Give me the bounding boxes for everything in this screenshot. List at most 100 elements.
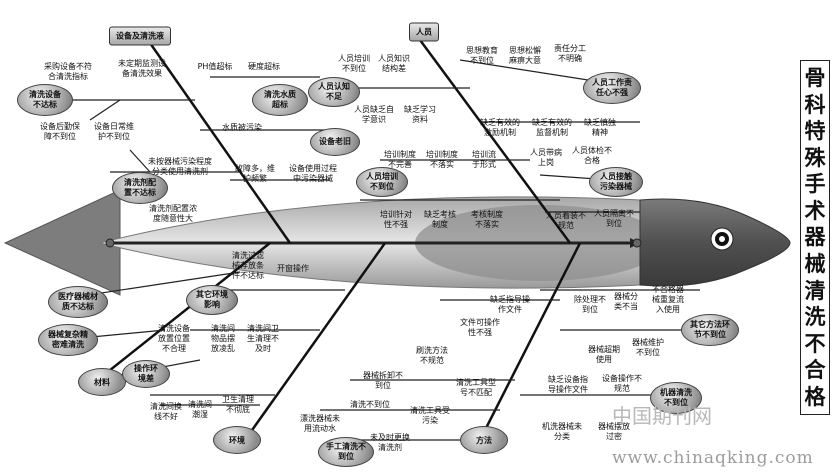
detail-equipment-9: 故障多，维 护频繁 <box>235 164 275 183</box>
detail-method-16: 设备操作不 规范 <box>602 374 642 393</box>
detail-method-5: 清洗工具型 号不匹配 <box>456 378 496 397</box>
detail-equipment-7: 水质被污染 <box>222 123 262 132</box>
detail-method-4: 器械拆卸不 到位 <box>363 371 403 390</box>
cause-other-method: 其它方法环 节不到位 <box>681 314 739 346</box>
category-materials: 材料 <box>78 368 126 396</box>
title-char: 科 <box>804 91 826 117</box>
detail-method-18: 器械摆放 过密 <box>598 422 630 441</box>
detail-personnel-2: 人员知识 结构差 <box>378 54 410 73</box>
bone-method <box>478 242 582 441</box>
detail-method-6: 清洗不到位 <box>350 400 390 409</box>
detail-personnel-17: 缺乏考核 制度 <box>424 210 456 229</box>
detail-method-2: 文件可操作 性不强 <box>460 318 500 337</box>
detail-equipment-6: 设备日常维 护不到位 <box>94 122 134 141</box>
cause-staff-contact: 人员接触 污染器械 <box>589 167 643 197</box>
detail-environment-3: 清洗设备 放置位置 不合理 <box>158 324 190 353</box>
detail-equipment-10: 设备使用过程 中污染器械 <box>289 164 337 183</box>
cause-detergent-prep: 清洗剂配 置不达标 <box>112 172 168 204</box>
detail-personnel-4: 思想松懈 麻痹大意 <box>509 46 541 65</box>
detail-environment-1: 清洗过滤 械存放条 件不达标 <box>232 251 264 280</box>
detail-method-11: 器械分 类不当 <box>614 292 638 311</box>
cause-staff-motivation: 人员工作责 任心不强 <box>583 72 641 104</box>
bone-materials <box>94 242 271 383</box>
cause-staff-training: 人员培训 不到位 <box>356 167 408 197</box>
detail-personnel-14: 人员带病 上岗 <box>530 148 562 167</box>
watermark-url: www.chinaqking.com <box>612 448 814 468</box>
detail-environment-7: 清洗间 潮湿 <box>188 400 212 419</box>
cause-manual-cleaning: 手工清洗不 到位 <box>318 437 374 467</box>
title-char: 格 <box>804 383 826 409</box>
detail-personnel-5: 责任分工 不明确 <box>554 44 586 63</box>
detail-method-9: 未及时更换 清洗剂 <box>370 433 410 452</box>
detail-method-3: 刷洗方法 不规范 <box>416 346 448 365</box>
detail-equipment-11: 清洗剂配置浓 度随意性大 <box>149 204 197 223</box>
title-char: 术 <box>804 197 826 223</box>
detail-personnel-3: 思想教育 不到位 <box>466 46 498 65</box>
detail-personnel-10: 缺乏慎独 精神 <box>584 118 616 137</box>
detail-personnel-7: 缺乏学习 资料 <box>404 105 436 124</box>
title-char: 不 <box>804 330 826 356</box>
detail-personnel-15: 人员体检不 合格 <box>572 146 612 165</box>
detail-equipment-8: 未按器械污染程度 分类使用清洗剂 <box>148 157 212 176</box>
bone-environment <box>243 242 387 441</box>
cause-other-env: 其它环境 影响 <box>186 285 238 315</box>
detail-method-15: 缺乏设备指 导操作文件 <box>548 375 588 394</box>
cause-cleaning-equipment: 清洗设备 不达标 <box>17 84 73 116</box>
bone-equipment <box>148 42 292 244</box>
detail-environment-4: 清洗间 物品摆 放凌乱 <box>211 324 235 353</box>
method-sub-bones <box>320 289 700 441</box>
detail-method-8: 漂洗器械未 用流动水 <box>300 414 340 433</box>
detail-method-10: 除处理不 到位 <box>574 295 606 314</box>
cause-operation-env: 操作环 境差 <box>122 360 170 388</box>
title-char: 清 <box>804 277 826 303</box>
category-environment: 环境 <box>213 426 261 454</box>
title-char: 骨 <box>804 65 826 90</box>
title-char: 殊 <box>804 144 826 170</box>
diagram-title: 骨 科 特 殊 手 术 器 械 清 洗 不 合 格 <box>800 60 830 415</box>
spine-node-right <box>632 238 642 248</box>
detail-equipment-2: 未定期监测设 备清洗效果 <box>118 59 166 78</box>
spine-node-left <box>105 238 115 248</box>
title-char: 洗 <box>804 304 826 330</box>
detail-personnel-9: 缺乏有效的 监督机制 <box>532 118 572 137</box>
detail-equipment-4: 硬度超标 <box>248 62 280 71</box>
detail-personnel-8: 缺乏有效的 激励机制 <box>480 118 520 137</box>
detail-personnel-1: 人员培训 不到位 <box>338 54 370 73</box>
cause-equipment-aging: 设备老旧 <box>310 128 360 156</box>
detail-environment-8: 卫生清理 不彻底 <box>222 395 254 414</box>
cause-staff-awareness: 人员认知 不足 <box>308 77 360 107</box>
cause-cleaning-solution: 清洗水质 超标 <box>252 84 308 116</box>
detail-personnel-20: 人员隔离不 到位 <box>594 209 634 228</box>
category-equipment: 设备及清洗液 <box>109 26 171 46</box>
detail-equipment-3: PH值超标 <box>197 62 233 71</box>
detail-personnel-19: 人员着装不 规范 <box>546 211 586 230</box>
watermark-cn: 中国期刊网 <box>612 404 712 428</box>
detail-method-14: 器械维护 不到位 <box>632 338 664 357</box>
title-char: 手 <box>804 171 826 197</box>
title-char: 特 <box>804 118 826 144</box>
detail-personnel-18: 考核制度 不落实 <box>471 210 503 229</box>
detail-method-1: 缺乏指导操 作文件 <box>490 295 530 314</box>
detail-personnel-11: 培训制度 不完善 <box>384 150 416 169</box>
detail-environment-5: 清洗间卫 生清理不 及时 <box>247 324 279 353</box>
cause-complex-structure: 器械复杂精 密难清洗 <box>38 324 98 356</box>
detail-personnel-16: 培训针对 性不强 <box>380 210 412 229</box>
category-personnel: 人员 <box>409 22 439 42</box>
detail-environment-2: 开窗操作 <box>277 264 309 273</box>
bone-personnel <box>418 39 572 244</box>
detail-equipment-1: 采购设备不符 合清洗指标 <box>44 62 92 81</box>
detail-method-12: 不合格器 械重复流 入使用 <box>652 285 684 314</box>
title-char: 械 <box>804 251 826 277</box>
cause-machine-cleaning: 机器清洗 不到位 <box>650 382 702 414</box>
title-char: 合 <box>804 357 826 383</box>
title-char: 器 <box>804 224 826 250</box>
detail-personnel-12: 培训制度 不落实 <box>426 150 458 169</box>
detail-method-13: 器械超期 使用 <box>588 345 620 364</box>
cause-medical-instruments: 医疗器械材 质不达标 <box>48 286 108 318</box>
detail-environment-6: 清洗间换 线不好 <box>150 402 182 421</box>
category-method: 方法 <box>460 426 508 454</box>
detail-personnel-6: 人员缺乏自 学意识 <box>354 105 394 124</box>
detail-personnel-13: 培训流 于形式 <box>472 150 496 169</box>
detail-method-7: 清洗工具受 污染 <box>410 406 450 425</box>
